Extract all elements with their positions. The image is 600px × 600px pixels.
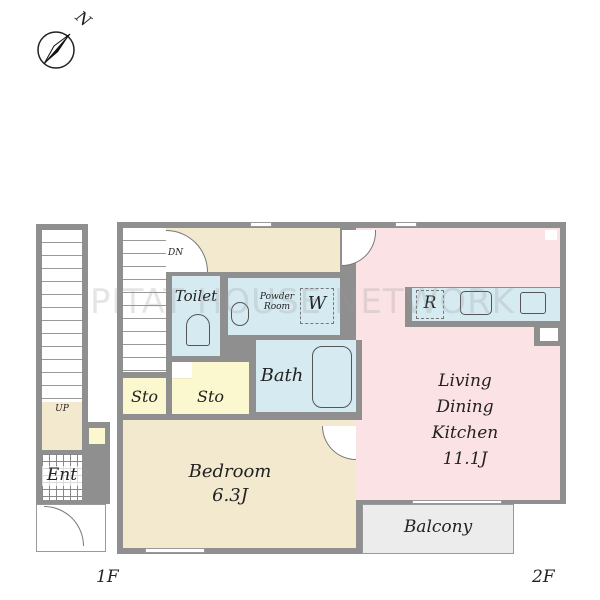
down-label: DN <box>168 248 184 258</box>
ldk-label-dining: Dining <box>436 397 494 417</box>
ldk-label-kitchen: Kitchen <box>431 423 499 443</box>
storage-1 <box>123 378 166 414</box>
bedroom-label: Bedroom <box>188 461 272 482</box>
storage-1-label: Sto <box>130 387 159 406</box>
bath-label: Bath <box>260 365 304 386</box>
ldk-wall <box>356 340 362 420</box>
sink-icon <box>231 302 249 326</box>
bathroom <box>256 340 356 412</box>
first-floor-stairs <box>42 230 82 402</box>
window <box>395 222 417 227</box>
second-floor-label: 2F <box>532 567 555 587</box>
vent <box>545 230 557 240</box>
refrigerator-label: R <box>423 293 437 313</box>
balcony <box>362 504 514 554</box>
pipe-space <box>172 362 194 378</box>
balcony-label: Balcony <box>403 517 473 537</box>
powder-room-label: Powder Room <box>259 292 295 313</box>
bedroom-size: 6.3J <box>212 485 248 506</box>
ldk-label-living: Living <box>438 371 492 391</box>
washer-label: W <box>307 293 327 314</box>
refrigerator-space <box>416 290 444 319</box>
storage-2-label: Sto <box>196 387 225 406</box>
entrance-label: Ent <box>42 465 82 486</box>
kitchen-sink-icon <box>460 291 492 315</box>
first-floor-landing <box>42 402 82 450</box>
window <box>250 222 272 227</box>
ldk-size: 11.1J <box>442 449 488 469</box>
first-floor-label: 1F <box>96 567 119 587</box>
bedroom <box>123 420 356 548</box>
washer-space <box>300 288 334 324</box>
balcony-window <box>412 500 502 504</box>
up-label: UP <box>55 404 69 414</box>
stove-icon <box>520 292 546 314</box>
first-floor-shoe-box <box>89 428 105 444</box>
pipe-space <box>540 328 558 341</box>
blank <box>514 504 566 554</box>
toilet-icon <box>186 314 210 346</box>
kitchen-counter <box>412 288 560 321</box>
toilet-label: Toilet <box>174 287 218 305</box>
second-floor-stairs <box>123 228 166 372</box>
living-dining-kitchen <box>356 228 560 500</box>
watermark: PITAT HOUSE NETWORK <box>90 282 515 322</box>
compass-icon <box>37 31 75 69</box>
window <box>145 548 205 553</box>
bathtub-icon <box>312 346 352 408</box>
